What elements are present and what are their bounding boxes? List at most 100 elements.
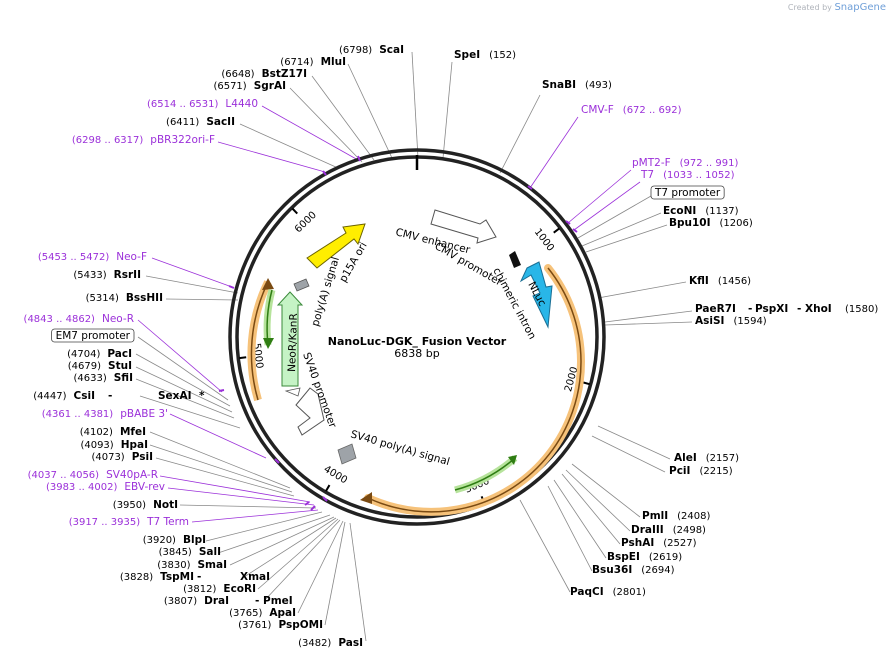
site-name: CMV-F xyxy=(581,104,614,116)
label-sv40-polya: SV40 poly(A) signal xyxy=(349,428,451,468)
site-name: SV40pA-R xyxy=(106,469,158,481)
site-pos: (5433) xyxy=(73,270,106,281)
scale-tick-label: 4000 xyxy=(322,464,350,486)
site-name: PasI xyxy=(338,637,363,649)
site-pos: (6411) xyxy=(166,117,199,128)
combined-separator: - xyxy=(197,571,201,583)
combined-separator: - xyxy=(748,303,752,315)
plasmid-backbone xyxy=(228,148,606,526)
orf-arrowhead xyxy=(262,278,274,290)
site-pos: (2694) xyxy=(641,565,674,576)
site-pos: (4073) xyxy=(91,452,124,463)
scale-tick xyxy=(239,356,247,360)
site-pos: (3807) xyxy=(164,596,197,607)
boxed-frame xyxy=(650,185,725,200)
site-pos: (6648) xyxy=(221,69,254,80)
scale-tick xyxy=(553,227,560,234)
site-name: NotI xyxy=(153,499,178,511)
site-pos: (4093) xyxy=(80,440,113,451)
primer-marks xyxy=(218,155,578,511)
site-name: AsiSI xyxy=(695,315,724,327)
site-pos: (3812) xyxy=(183,584,216,595)
combined-separator: - xyxy=(797,303,801,315)
leader-lines xyxy=(135,51,693,642)
brand-prefix: Created by xyxy=(787,3,832,12)
site-pos: (3830) xyxy=(157,560,190,571)
site-name: pBR322ori-F xyxy=(150,134,215,146)
site-pos: (3950) xyxy=(113,500,146,511)
nluc-arrow xyxy=(519,261,553,329)
label-chimeric-intron: chimeric intron xyxy=(490,266,538,342)
site-pos: (6298 .. 6317) xyxy=(72,135,144,146)
site-name: AleI xyxy=(674,452,697,464)
site-pos: (2157) xyxy=(706,453,739,464)
site-name: PaeR7I xyxy=(695,303,736,315)
orf-arrowhead xyxy=(508,455,517,465)
combined-separator: - xyxy=(255,595,259,607)
site-pos: (1033 .. 1052) xyxy=(663,170,735,181)
scale-tick-label: 1000 xyxy=(532,227,556,254)
site-pos: (3983 .. 4002) xyxy=(46,482,118,493)
site-pos: (972 .. 991) xyxy=(680,158,739,169)
label-neo-kanr: NeoR/KanR xyxy=(286,313,300,372)
site-name: PciI xyxy=(669,465,690,477)
site-pos: (4679) xyxy=(68,361,101,372)
site-pos: (152) xyxy=(489,50,516,61)
cmv-promoter-block xyxy=(509,251,521,268)
scale-tick xyxy=(582,381,590,386)
site-name: XhoI xyxy=(805,303,832,315)
site-pos: (3482) xyxy=(298,638,331,649)
polya-signal-block xyxy=(293,278,310,292)
site-pos: (6514 .. 6531) xyxy=(147,99,219,110)
scale-tick xyxy=(325,484,331,492)
site-pos: (672 .. 692) xyxy=(623,105,682,116)
site-name: PspXI xyxy=(755,303,788,315)
site-name: PmlI xyxy=(642,510,668,522)
site-name: PspOMI xyxy=(278,619,323,631)
site-name: Bsu36I xyxy=(592,564,632,576)
orf-arrowhead xyxy=(360,492,372,504)
site-name: ScaI xyxy=(379,44,404,56)
site-pos: (493) xyxy=(585,80,612,91)
site-name: PmeI xyxy=(263,595,293,607)
site-pos: (2408) xyxy=(677,511,710,522)
sv40-promoter-arrow xyxy=(295,387,325,436)
site-pos: (1594) xyxy=(733,316,766,327)
orf-arrows xyxy=(247,264,586,516)
site-name: L4440 xyxy=(225,98,258,110)
site-pos: (5314) xyxy=(86,293,119,304)
site-name: RsrII xyxy=(114,269,141,281)
label-boxed: T7 promoter xyxy=(654,187,721,199)
site-pos: (6714) xyxy=(280,57,313,68)
site-name: T7 Term xyxy=(146,516,189,528)
site-labels: SpeI(152)SnaBI(493)CMV-F(672 .. 692)pMT2… xyxy=(24,44,879,649)
site-pos: (4102) xyxy=(80,427,113,438)
site-name: T7 xyxy=(640,169,654,181)
sv40-polya-block xyxy=(337,443,357,465)
site-name: EcoNI xyxy=(663,205,696,217)
site-pos: (6571) xyxy=(213,81,246,92)
site-name: PaqCI xyxy=(570,586,604,598)
site-name: PshAI xyxy=(621,537,654,549)
site-name: BlpI xyxy=(183,534,206,546)
site-name: PacI xyxy=(107,348,132,360)
site-pos: (1580) xyxy=(845,304,878,315)
site-pos: (2498) xyxy=(673,525,706,536)
combined-separator: - xyxy=(108,390,112,402)
site-pos: (4037 .. 4056) xyxy=(28,470,100,481)
site-pos: (3765) xyxy=(229,608,262,619)
site-name: Neo-F xyxy=(116,251,147,263)
site-name: SnaBI xyxy=(542,79,576,91)
label-polya-signal: poly(A) signal xyxy=(309,256,342,328)
site-pos: (3845) xyxy=(159,547,192,558)
site-name: PsiI xyxy=(132,451,153,463)
site-name: SexAI xyxy=(158,390,192,402)
orf-line-nluc xyxy=(367,267,582,513)
site-name: MluI xyxy=(321,56,346,68)
site-name: MfeI xyxy=(120,426,146,438)
snapgene-brand: Created by SnapGene xyxy=(788,2,886,13)
site-name: StuI xyxy=(108,360,132,372)
site-pos: (2619) xyxy=(649,552,682,563)
site-pos: (4361 .. 4381) xyxy=(42,409,114,420)
